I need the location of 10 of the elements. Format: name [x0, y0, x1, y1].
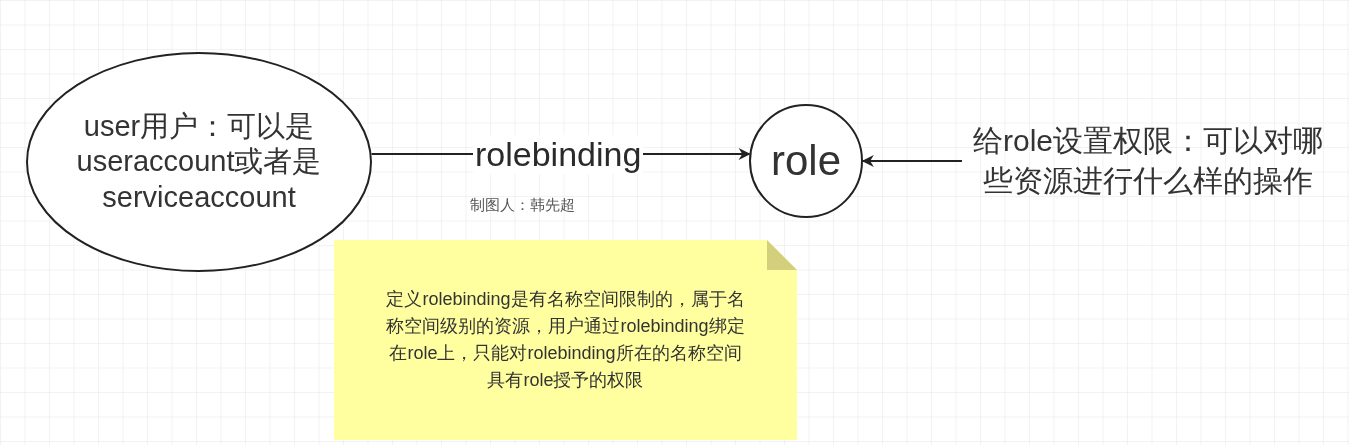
node-text: role [769, 137, 842, 185]
ellipse-node [26, 52, 372, 272]
credit-text: 制图人：韩先超 [470, 196, 575, 215]
circle-node [749, 104, 863, 218]
annotation-text: 给role设置权限：可以对哪些资源进行什么样的操作 [962, 118, 1334, 204]
note-text: 定义rolebinding是有名称空间限制的，属于名称空间级别的资源，用户通过rolebinding绑定在role上，只能对rolebinding所在的名称空间具有role授予的权限 [385, 288, 746, 392]
arrow [861, 155, 963, 167]
note-box [334, 240, 797, 440]
edge-label: rolebinding [473, 134, 644, 174]
node-text: user用户：可以是useraccount或者是serviceaccount [75, 108, 323, 215]
